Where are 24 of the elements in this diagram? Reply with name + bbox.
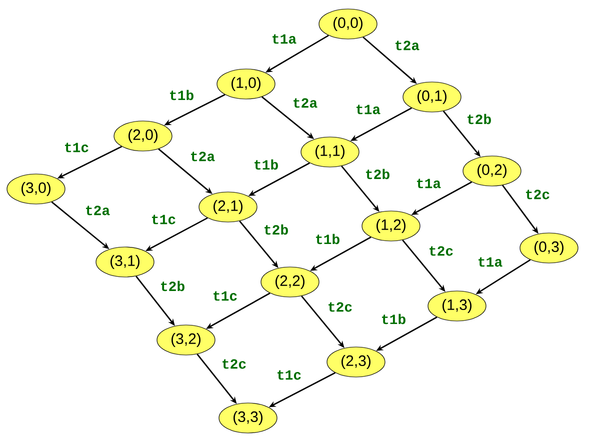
edge-label: t1b (254, 159, 278, 170)
edge-label: t1c (214, 291, 237, 301)
edge-label: t2b (161, 280, 184, 292)
edge-label: t2c (222, 359, 246, 369)
edge-label: t2b (264, 224, 288, 235)
edge-label: t2b (366, 168, 390, 180)
edge-label: t2a (294, 98, 318, 108)
edge-label: t2b (468, 114, 491, 124)
edge-label: t2a (396, 40, 420, 50)
edge-label: t2c (328, 302, 352, 312)
edge-label: t1b (382, 314, 406, 324)
edge-label: t1b (170, 90, 194, 100)
edge-label: t1a (272, 34, 296, 44)
edge-label: t1a (478, 257, 502, 267)
edge-label: t1c (278, 370, 301, 380)
edge-label: t2a (86, 206, 110, 216)
edge-label: t1b (316, 234, 340, 244)
edge-label: t1a (417, 178, 441, 188)
edge-label: t2a (191, 152, 215, 162)
edge-label: t2c (430, 246, 453, 256)
edge-label: t1a (356, 104, 380, 114)
edge-label: t1c (152, 214, 176, 224)
edge-label: t2c (526, 190, 550, 200)
edge-label: t1c (65, 142, 88, 152)
